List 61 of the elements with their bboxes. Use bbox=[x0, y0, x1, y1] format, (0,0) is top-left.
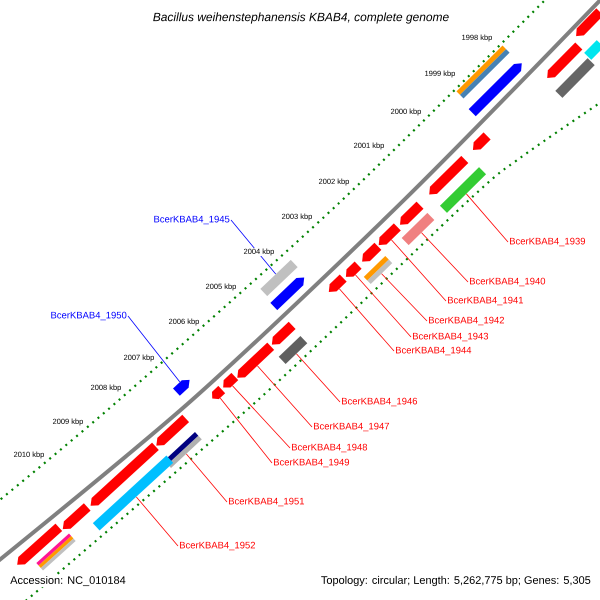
gene-segment bbox=[270, 278, 304, 310]
leader-line bbox=[466, 194, 508, 242]
gene-segment bbox=[156, 414, 190, 446]
gene-segment bbox=[472, 132, 491, 150]
leader-line bbox=[355, 274, 412, 338]
gene-segment bbox=[555, 58, 595, 98]
gene-segment bbox=[223, 372, 238, 388]
gene-label: BcerKBAB4_1939 bbox=[510, 238, 586, 246]
gene-segment bbox=[468, 63, 522, 116]
genome-info-text: Topology: circular; Length: 5,262,775 bp; Genes: 5,305 bbox=[320, 574, 592, 588]
gene-label: BcerKBAB4_1946 bbox=[342, 398, 418, 406]
gene-segment bbox=[364, 256, 392, 284]
gene-segment bbox=[260, 260, 298, 296]
gene-segment bbox=[272, 322, 296, 345]
gene-segment bbox=[576, 8, 600, 36]
leader-line bbox=[257, 365, 312, 428]
gene-label: BcerKBAB4_1945 bbox=[154, 216, 230, 224]
gene-segment bbox=[237, 342, 274, 378]
gene-label: BcerKBAB4_1942 bbox=[429, 316, 504, 326]
gene-segment bbox=[547, 42, 582, 78]
gene-segment bbox=[62, 503, 91, 530]
title: Bacillus weihenstephanensis KBAB4, complete genome bbox=[153, 12, 449, 24]
leader-line bbox=[381, 273, 428, 322]
leader-line bbox=[339, 288, 394, 352]
leader-line bbox=[421, 232, 468, 282]
leader-line bbox=[232, 385, 290, 448]
gene-segment bbox=[346, 262, 362, 277]
gene-segment bbox=[278, 336, 308, 364]
gene-label: BcerKBAB4_1951 bbox=[228, 498, 304, 506]
gene-segment bbox=[17, 524, 62, 565]
gene-segment bbox=[584, 40, 600, 60]
gene-segment bbox=[212, 386, 226, 400]
gene-label: BcerKBAB4_1949 bbox=[274, 458, 350, 468]
leader-line bbox=[220, 398, 272, 464]
gene-segment bbox=[429, 156, 468, 195]
leader-line bbox=[391, 239, 446, 302]
gene-segment bbox=[173, 380, 190, 396]
leader-line bbox=[128, 316, 180, 382]
gene-segment bbox=[440, 167, 486, 213]
gene-segment bbox=[36, 534, 76, 570]
gene-label: BcerKBAB4_1950 bbox=[51, 312, 126, 320]
gene-segment bbox=[402, 212, 434, 246]
gene-segment bbox=[378, 223, 401, 246]
leader-line bbox=[186, 454, 228, 502]
gene-segment bbox=[456, 46, 510, 98]
gene-label: BcerKBAB4_1941 bbox=[448, 296, 524, 306]
gene-label: BcerKBAB4_1952 bbox=[180, 542, 256, 550]
gene-label: BcerKBAB4_1943 bbox=[413, 332, 488, 342]
gene-label: BcerKBAB4_1948 bbox=[292, 444, 368, 452]
gene-segment bbox=[328, 274, 347, 292]
gene-label: BcerKBAB4_1947 bbox=[314, 422, 390, 432]
gene-segment bbox=[400, 202, 424, 225]
leader-line bbox=[296, 353, 340, 402]
leader-line bbox=[230, 220, 276, 274]
gene-segment bbox=[90, 442, 159, 506]
gene-segment bbox=[92, 456, 174, 531]
gene-label: BcerKBAB4_1940 bbox=[470, 278, 546, 286]
accession-text: Accession: NC_010184 bbox=[9, 574, 127, 588]
leader-line bbox=[136, 496, 178, 546]
gene-segment bbox=[362, 242, 382, 262]
gene-label: BcerKBAB4_1944 bbox=[396, 346, 472, 356]
